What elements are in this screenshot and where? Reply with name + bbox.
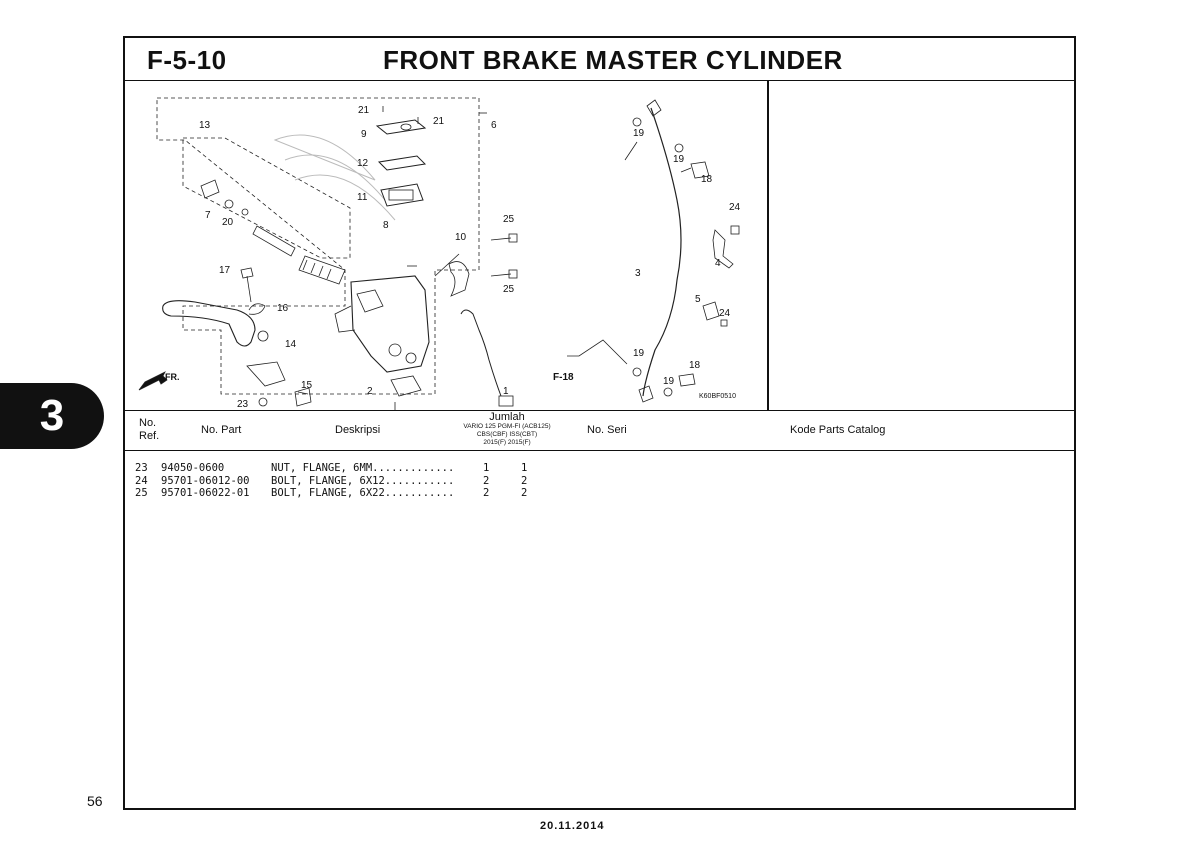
callout: 19	[633, 348, 645, 359]
footer-date: 20.11.2014	[540, 820, 605, 832]
piston-kit-boundary	[182, 137, 351, 259]
row-ref: 24	[135, 474, 148, 487]
callout: 6	[491, 120, 497, 131]
callout: 4	[715, 258, 721, 269]
section-title: FRONT BRAKE MASTER CYLINDER	[383, 45, 843, 75]
exploded-diagram: 21 21 9 6 13 12 7 20 11 25 10 8 17 25 16…	[125, 80, 1074, 411]
row-qty-cbs: 1	[483, 462, 490, 474]
callout: 21	[358, 105, 370, 116]
callout: 8	[383, 220, 389, 231]
callout: 7	[205, 210, 211, 221]
row-qty-iss: 2	[521, 474, 528, 487]
row-qty-cbs: 2	[483, 474, 490, 487]
callout: 19	[673, 154, 685, 165]
callout: 19	[633, 128, 645, 139]
row-part-number: 94050-0600	[161, 462, 225, 474]
row-qty-iss: 1	[521, 462, 528, 474]
header-kode-parts: Kode Parts Catalog	[790, 424, 886, 436]
row-qty-cbs: 2	[483, 487, 490, 499]
header-jumlah: Jumlah VARIO 125 PGM-FI (ACB125) CBS(CBF…	[441, 411, 573, 447]
header-ref: Ref.	[139, 430, 160, 442]
assembly-boundary	[156, 97, 480, 395]
callout: 18	[701, 174, 713, 185]
table-row: 24 95701-06012-00 BOLT, FLANGE, 6X12....…	[135, 474, 527, 488]
callout: 21	[433, 116, 445, 127]
diagram-drawing: 21 21 9 6 13 12 7 20 11 25 10 8 17 25 16…	[138, 97, 741, 410]
callout: 10	[455, 232, 467, 243]
callout: 3	[635, 268, 641, 279]
row-description: BOLT, FLANGE, 6X22...........	[271, 487, 455, 499]
callout: 5	[695, 294, 701, 305]
callout: 19	[663, 376, 675, 387]
row-ref: 25	[135, 487, 148, 499]
callout: 9	[361, 129, 367, 140]
callout: 24	[719, 308, 731, 319]
section-code: F-5-10	[147, 45, 227, 75]
row-ref: 23	[135, 462, 148, 474]
callout: 16	[277, 303, 289, 314]
header-no: No.	[139, 417, 157, 429]
page-number: 56	[87, 793, 103, 809]
callouts: 21 21 9 6 13 12 7 20 11 25 10 8 17 25 16…	[165, 105, 741, 410]
fr-label: FR.	[165, 372, 180, 382]
chapter-tab: 3	[0, 383, 104, 449]
callout: 11	[357, 192, 368, 203]
callout: 17	[219, 265, 231, 276]
callout: 18	[689, 360, 701, 371]
section-header: F-5-10 FRONT BRAKE MASTER CYLINDER	[125, 38, 1074, 81]
callout: 15	[301, 380, 313, 391]
row-description: NUT, FLANGE, 6MM.............	[271, 462, 455, 474]
parts-catalog-frame: F-5-10 FRONT BRAKE MASTER CYLINDER	[123, 36, 1076, 810]
row-part-number: 95701-06022-01	[161, 487, 250, 499]
callout: 20	[222, 217, 234, 228]
row-description: BOLT, FLANGE, 6X12...........	[271, 474, 455, 487]
callout: 13	[199, 120, 211, 131]
header-jumlah-title: Jumlah	[489, 411, 525, 423]
callout: 2	[367, 386, 373, 397]
callout: 24	[729, 202, 741, 213]
header-jumlah-types: CBS(CBF) ISS(CBT)	[476, 431, 538, 438]
header-no-ref: No. Ref.	[139, 417, 159, 443]
callout: 14	[285, 339, 297, 350]
parts-list: 23 94050-0600 NUT, FLANGE, 6MM..........…	[135, 462, 527, 500]
drawing-code: K60BF0510	[699, 393, 736, 400]
header-no-part: No. Part	[201, 424, 242, 436]
diagram-divider	[767, 80, 769, 410]
row-part-number: 95701-06012-00	[161, 474, 250, 487]
table-header: No. Ref. No. Part Deskripsi Jumlah VARIO…	[125, 410, 1074, 451]
header-no-seri: No. Seri	[587, 424, 627, 436]
header-deskripsi: Deskripsi	[335, 424, 381, 436]
row-qty-iss: 2	[521, 487, 528, 499]
callout: 1	[503, 386, 509, 397]
callout: 25	[503, 214, 515, 225]
callout: 23	[237, 399, 249, 410]
header-jumlah-model: VARIO 125 PGM-FI (ACB125)	[463, 423, 551, 430]
callout: 12	[357, 158, 369, 169]
callout: 25	[503, 284, 515, 295]
ref-label-f18: F-18	[553, 372, 574, 383]
table-row: 25 95701-06022-01 BOLT, FLANGE, 6X22....…	[135, 487, 527, 500]
header-jumlah-years: 2015(F) 2015(F)	[483, 439, 531, 446]
table-row: 23 94050-0600 NUT, FLANGE, 6MM..........…	[135, 462, 527, 475]
